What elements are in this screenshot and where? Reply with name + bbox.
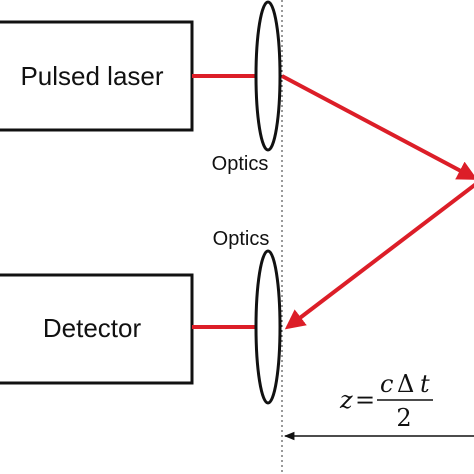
pulsed-laser-label: Pulsed laser bbox=[20, 61, 163, 91]
formula-t: t bbox=[420, 370, 430, 398]
formula-c: c bbox=[380, 370, 393, 398]
return-beam-arrow bbox=[284, 183, 474, 330]
top-optics-lens bbox=[254, 0, 282, 152]
formula-equals: = bbox=[355, 386, 375, 414]
detector-box bbox=[0, 273, 194, 385]
pulsed-laser-block: Pulsed laser bbox=[0, 20, 194, 132]
bottom-optics-label: Optics bbox=[213, 228, 270, 250]
top-optics-label: Optics bbox=[212, 153, 269, 175]
outgoing-beam-arrow bbox=[281, 74, 474, 180]
bottom-optics-lens bbox=[254, 249, 282, 405]
formula-z: z bbox=[339, 386, 353, 414]
formula-denominator: 2 bbox=[396, 404, 411, 432]
distance-formula: z = c Δ t 2 bbox=[339, 370, 433, 432]
formula-delta: Δ bbox=[397, 370, 414, 398]
detector-label: Detector bbox=[43, 313, 142, 343]
detector-block: Detector bbox=[0, 273, 194, 385]
